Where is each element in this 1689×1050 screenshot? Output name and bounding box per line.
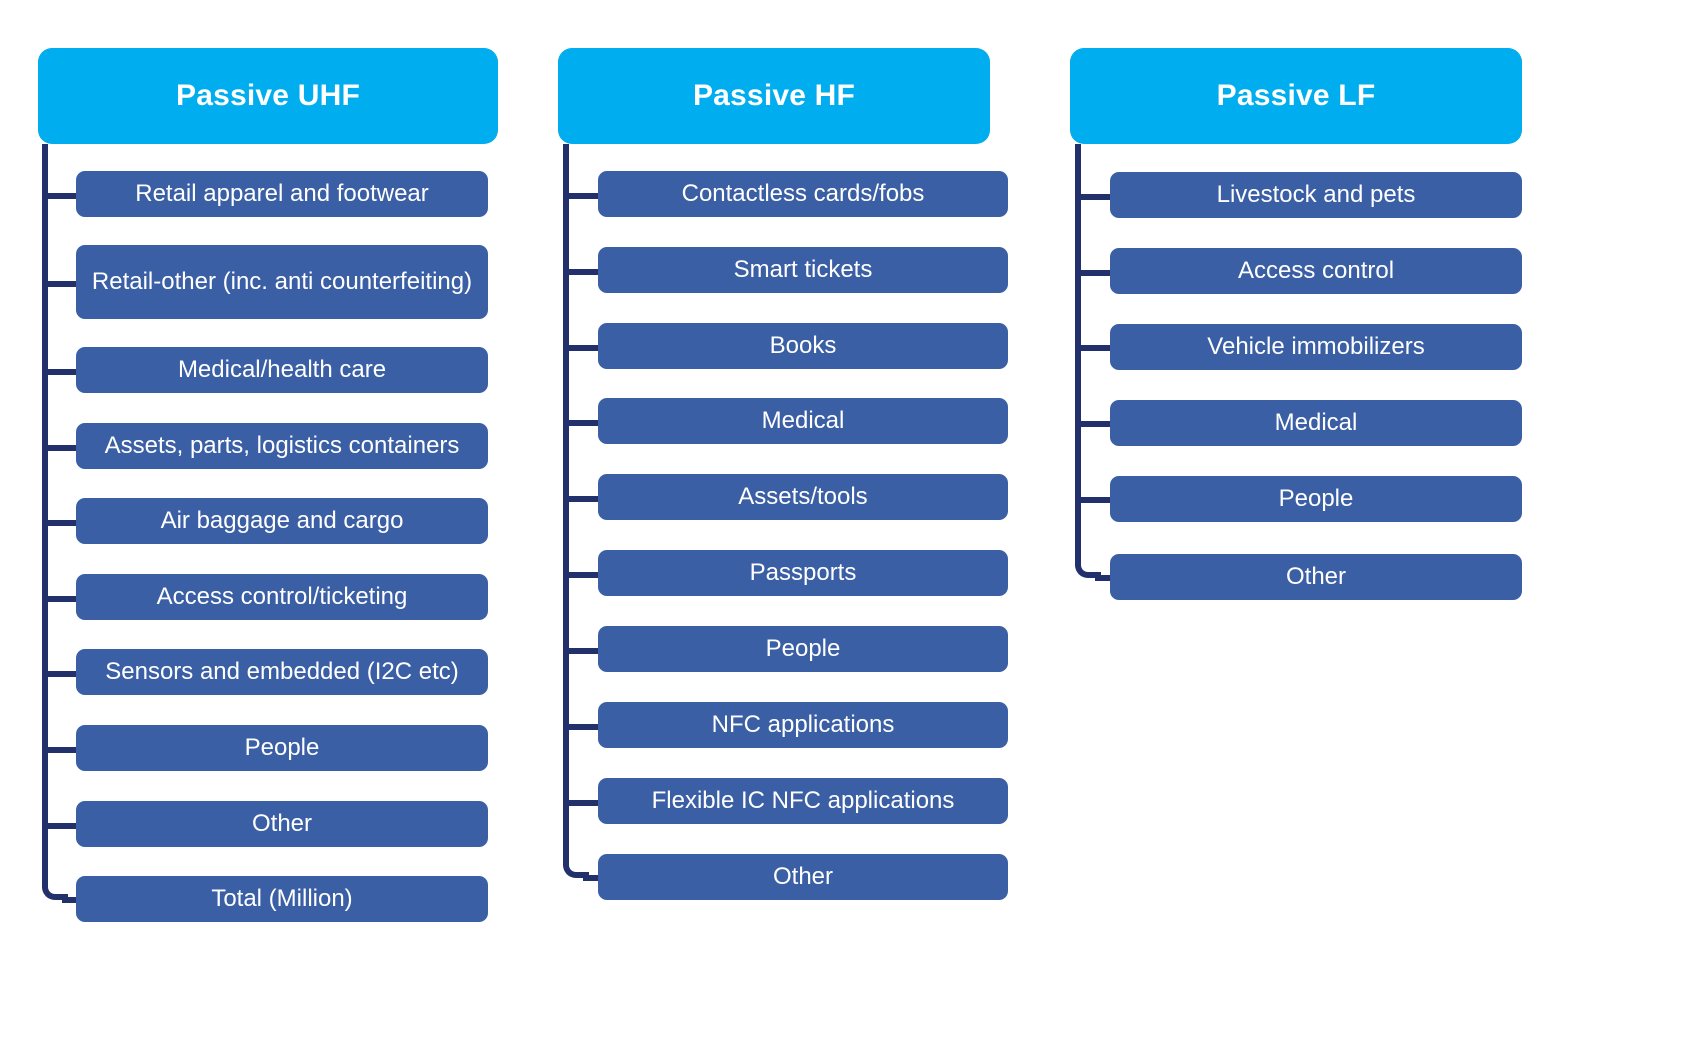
trunk-end-cap-uhf: [42, 874, 68, 900]
node-uhf-8[interactable]: Other: [76, 801, 488, 847]
connector-stub: [1079, 194, 1115, 200]
connector-stub: [567, 724, 603, 730]
node-uhf-1[interactable]: Retail-other (inc. anti counterfeiting): [76, 245, 488, 319]
connector-stub: [46, 823, 82, 829]
node-uhf-3[interactable]: Assets, parts, logistics containers: [76, 423, 488, 469]
connector-stub: [46, 520, 82, 526]
node-lf-4[interactable]: People: [1110, 476, 1522, 522]
node-uhf-2[interactable]: Medical/health care: [76, 347, 488, 393]
connector-stub: [583, 875, 603, 881]
connector-stub: [567, 420, 603, 426]
node-hf-7[interactable]: NFC applications: [598, 702, 1008, 748]
connector-stub: [567, 496, 603, 502]
connector-stub: [1095, 575, 1115, 581]
node-hf-2[interactable]: Books: [598, 323, 1008, 369]
connector-stub: [567, 193, 603, 199]
node-uhf-9[interactable]: Total (Million): [76, 876, 488, 922]
node-lf-5[interactable]: Other: [1110, 554, 1522, 600]
connector-stub: [46, 671, 82, 677]
connector-stub: [567, 800, 603, 806]
connector-stub: [1079, 421, 1115, 427]
trunk-line-lf: [1075, 144, 1081, 566]
trunk-end-cap-lf: [1075, 552, 1101, 578]
connector-stub: [567, 572, 603, 578]
connector-stub: [46, 445, 82, 451]
connector-stub: [46, 281, 82, 287]
node-lf-0[interactable]: Livestock and pets: [1110, 172, 1522, 218]
connector-stub: [46, 193, 82, 199]
connector-stub: [567, 269, 603, 275]
node-hf-1[interactable]: Smart tickets: [598, 247, 1008, 293]
node-uhf-7[interactable]: People: [76, 725, 488, 771]
connector-stub: [567, 345, 603, 351]
node-lf-1[interactable]: Access control: [1110, 248, 1522, 294]
node-lf-3[interactable]: Medical: [1110, 400, 1522, 446]
connector-stub: [62, 897, 82, 903]
trunk-end-cap-hf: [563, 852, 589, 878]
node-hf-4[interactable]: Assets/tools: [598, 474, 1008, 520]
column-header-passive-uhf[interactable]: Passive UHF: [38, 48, 498, 144]
connector-stub: [1079, 345, 1115, 351]
column-header-passive-lf[interactable]: Passive LF: [1070, 48, 1522, 144]
column-header-passive-hf[interactable]: Passive HF: [558, 48, 990, 144]
connector-stub: [1079, 270, 1115, 276]
connector-stub: [567, 648, 603, 654]
node-hf-8[interactable]: Flexible IC NFC applications: [598, 778, 1008, 824]
connector-stub: [46, 369, 82, 375]
node-uhf-0[interactable]: Retail apparel and footwear: [76, 171, 488, 217]
trunk-line-hf: [563, 144, 569, 866]
node-hf-6[interactable]: People: [598, 626, 1008, 672]
node-lf-2[interactable]: Vehicle immobilizers: [1110, 324, 1522, 370]
connector-stub: [46, 747, 82, 753]
trunk-line-uhf: [42, 144, 48, 888]
connector-stub: [46, 596, 82, 602]
node-hf-9[interactable]: Other: [598, 854, 1008, 900]
connector-stub: [1079, 497, 1115, 503]
node-uhf-5[interactable]: Access control/ticketing: [76, 574, 488, 620]
node-uhf-4[interactable]: Air baggage and cargo: [76, 498, 488, 544]
node-hf-5[interactable]: Passports: [598, 550, 1008, 596]
node-uhf-6[interactable]: Sensors and embedded (I2C etc): [76, 649, 488, 695]
node-hf-3[interactable]: Medical: [598, 398, 1008, 444]
node-hf-0[interactable]: Contactless cards/fobs: [598, 171, 1008, 217]
